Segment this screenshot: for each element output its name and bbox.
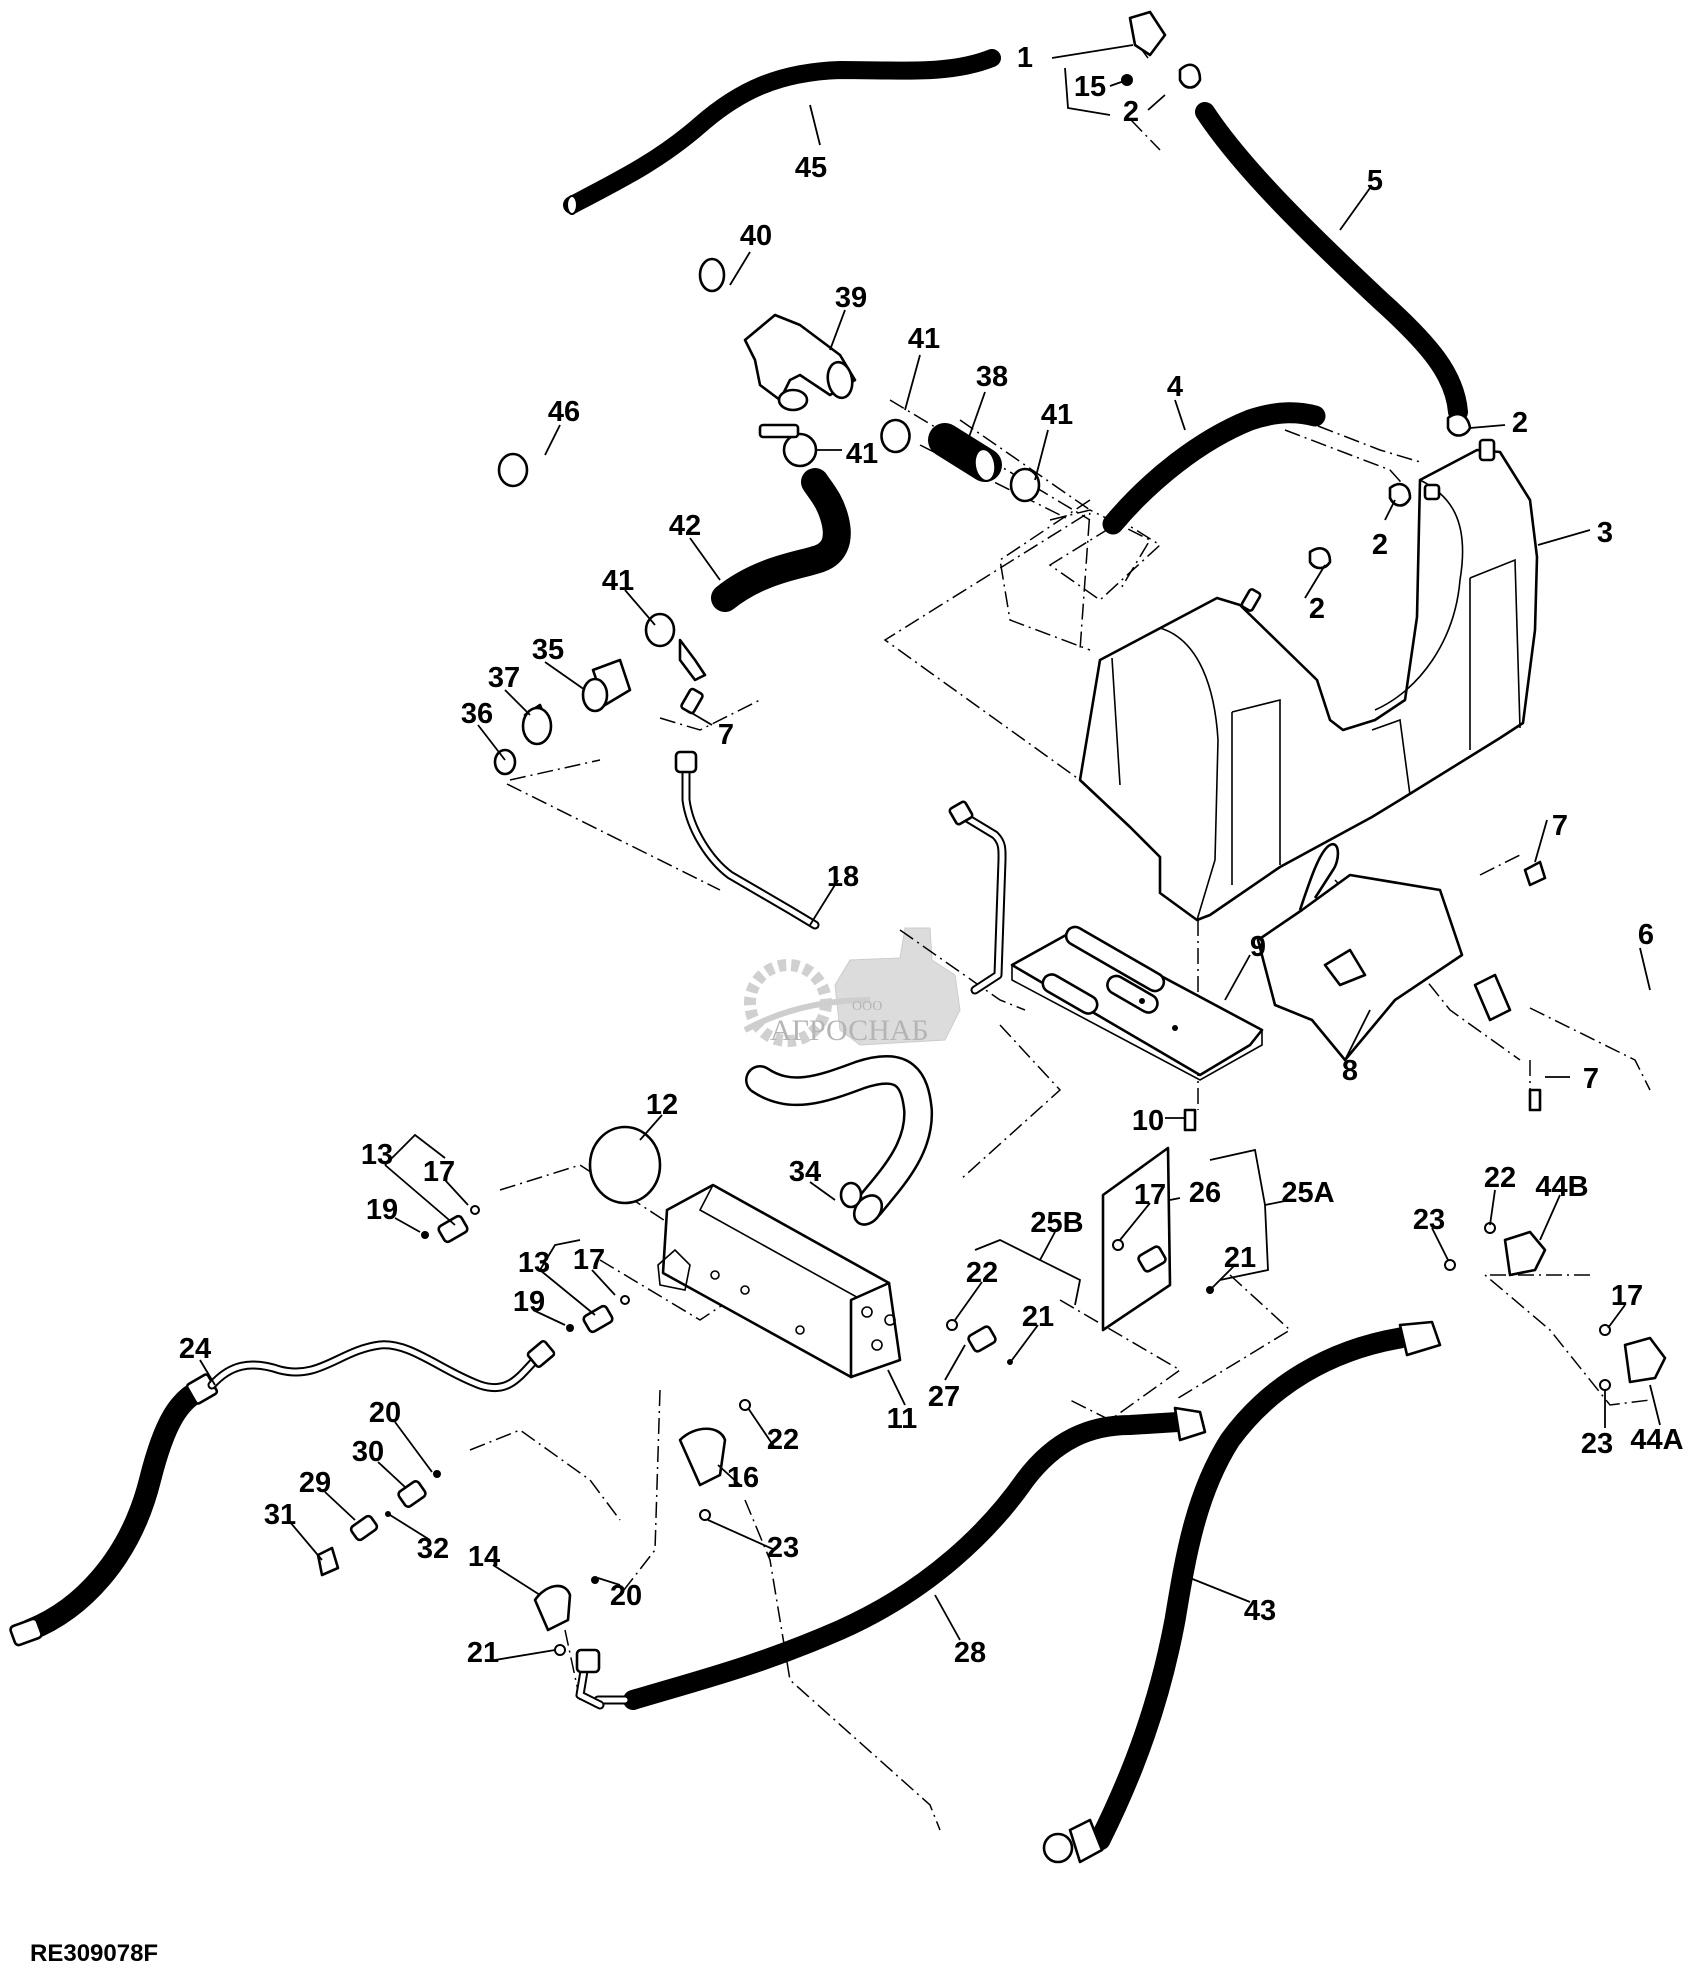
hose-45 — [563, 49, 1001, 215]
callout-20: 20 — [369, 1397, 401, 1429]
callout-38: 38 — [976, 361, 1008, 393]
callout-41: 41 — [908, 323, 940, 355]
callout-8: 8 — [1342, 1055, 1358, 1087]
watermark: ООО АГРОСНАБ — [743, 927, 961, 1047]
callout-25B: 25B — [1030, 1207, 1083, 1239]
callout-44B: 44B — [1535, 1171, 1588, 1203]
leader-lines — [199, 44, 1661, 1661]
callout-32: 32 — [417, 1533, 449, 1565]
hose-4 — [1102, 402, 1326, 535]
callout-28: 28 — [954, 1637, 986, 1669]
reservoir-tank — [1078, 438, 1539, 922]
tube-18 — [674, 750, 820, 930]
callout-46: 46 — [548, 396, 580, 428]
callout-2: 2 — [1123, 96, 1139, 128]
callout-7: 7 — [1583, 1063, 1599, 1095]
callout-16: 16 — [727, 1462, 759, 1494]
oil-cooler-11 — [588, 1125, 902, 1379]
callout-19: 19 — [366, 1194, 398, 1226]
hose-cooler-inlet — [745, 1055, 934, 1226]
callout-42: 42 — [669, 510, 701, 542]
callout-40: 40 — [740, 220, 772, 252]
callout-45: 45 — [795, 152, 827, 184]
callout-11: 11 — [887, 1403, 918, 1435]
callout-2: 2 — [1372, 529, 1388, 561]
callout-2: 2 — [1512, 407, 1528, 439]
callout-labels: 1 15 2 45 5 40 39 41 38 41 46 41 4 2 3 2… — [179, 42, 1684, 1669]
callout-7: 7 — [1552, 810, 1568, 842]
callout-30: 30 — [352, 1436, 384, 1468]
callout-24: 24 — [179, 1333, 211, 1365]
callout-17: 17 — [1611, 1280, 1643, 1312]
callout-13: 13 — [361, 1139, 393, 1171]
callout-41: 41 — [846, 438, 878, 470]
callout-13: 13 — [518, 1247, 550, 1279]
hose-24 — [9, 1339, 556, 1647]
callout-10: 10 — [1132, 1105, 1164, 1137]
hose-42 — [711, 468, 851, 612]
callout-21: 21 — [1224, 1242, 1256, 1274]
callout-18: 18 — [827, 861, 859, 893]
callout-22: 22 — [767, 1424, 799, 1456]
callout-43: 43 — [1244, 1595, 1276, 1627]
callout-23: 23 — [1413, 1204, 1445, 1236]
callout-22: 22 — [966, 1257, 998, 1289]
hose-28 — [575, 1406, 1207, 1710]
elbow-fitting-39 — [497, 257, 1041, 503]
callout-14: 14 — [468, 1541, 500, 1573]
bracket-plate-8 — [1256, 842, 1512, 1062]
callout-29: 29 — [299, 1467, 331, 1499]
tube-right-of-watermark — [948, 800, 1007, 995]
hose-43 — [1042, 1320, 1442, 1864]
callout-3: 3 — [1597, 517, 1613, 549]
mounting-plate-9 — [1010, 925, 1264, 1081]
callout-4: 4 — [1167, 371, 1183, 403]
callout-36: 36 — [461, 698, 493, 730]
callout-7: 7 — [718, 719, 734, 751]
callout-21: 21 — [1022, 1301, 1054, 1333]
callout-35: 35 — [532, 634, 564, 666]
callout-27: 27 — [928, 1381, 960, 1413]
callout-1: 1 — [1017, 42, 1033, 74]
callout-17: 17 — [1134, 1179, 1166, 1211]
callout-41: 41 — [602, 565, 634, 597]
callout-2: 2 — [1309, 593, 1325, 625]
callout-9: 9 — [1250, 931, 1266, 963]
callout-21: 21 — [467, 1637, 499, 1669]
callout-5: 5 — [1367, 165, 1383, 197]
callout-20: 20 — [610, 1580, 642, 1612]
callout-34: 34 — [789, 1156, 821, 1188]
watermark-name: АГРОСНАБ — [770, 1014, 929, 1047]
callout-26: 26 — [1189, 1177, 1221, 1209]
watermark-combine-icon — [834, 927, 961, 1046]
watermark-ooo: ООО — [852, 999, 882, 1014]
callout-44A: 44A — [1630, 1424, 1683, 1456]
callout-6: 6 — [1638, 919, 1654, 951]
thermostat-parts — [493, 612, 707, 776]
callout-37: 37 — [488, 662, 520, 694]
callout-15: 15 — [1074, 71, 1106, 103]
hose-5 — [1195, 102, 1468, 422]
callout-25A: 25A — [1281, 1177, 1334, 1209]
callout-17: 17 — [573, 1244, 605, 1276]
watermark-swoosh — [743, 997, 871, 1033]
callout-12: 12 — [646, 1089, 678, 1121]
callout-23: 23 — [767, 1532, 799, 1564]
callout-41: 41 — [1041, 399, 1073, 431]
figure-id: RE309078F — [30, 1940, 158, 1967]
callout-22: 22 — [1484, 1162, 1516, 1194]
callout-31: 31 — [264, 1499, 296, 1531]
callout-23: 23 — [1581, 1428, 1613, 1460]
callout-39: 39 — [835, 282, 867, 314]
callout-19: 19 — [513, 1286, 545, 1318]
callout-17: 17 — [423, 1156, 455, 1188]
